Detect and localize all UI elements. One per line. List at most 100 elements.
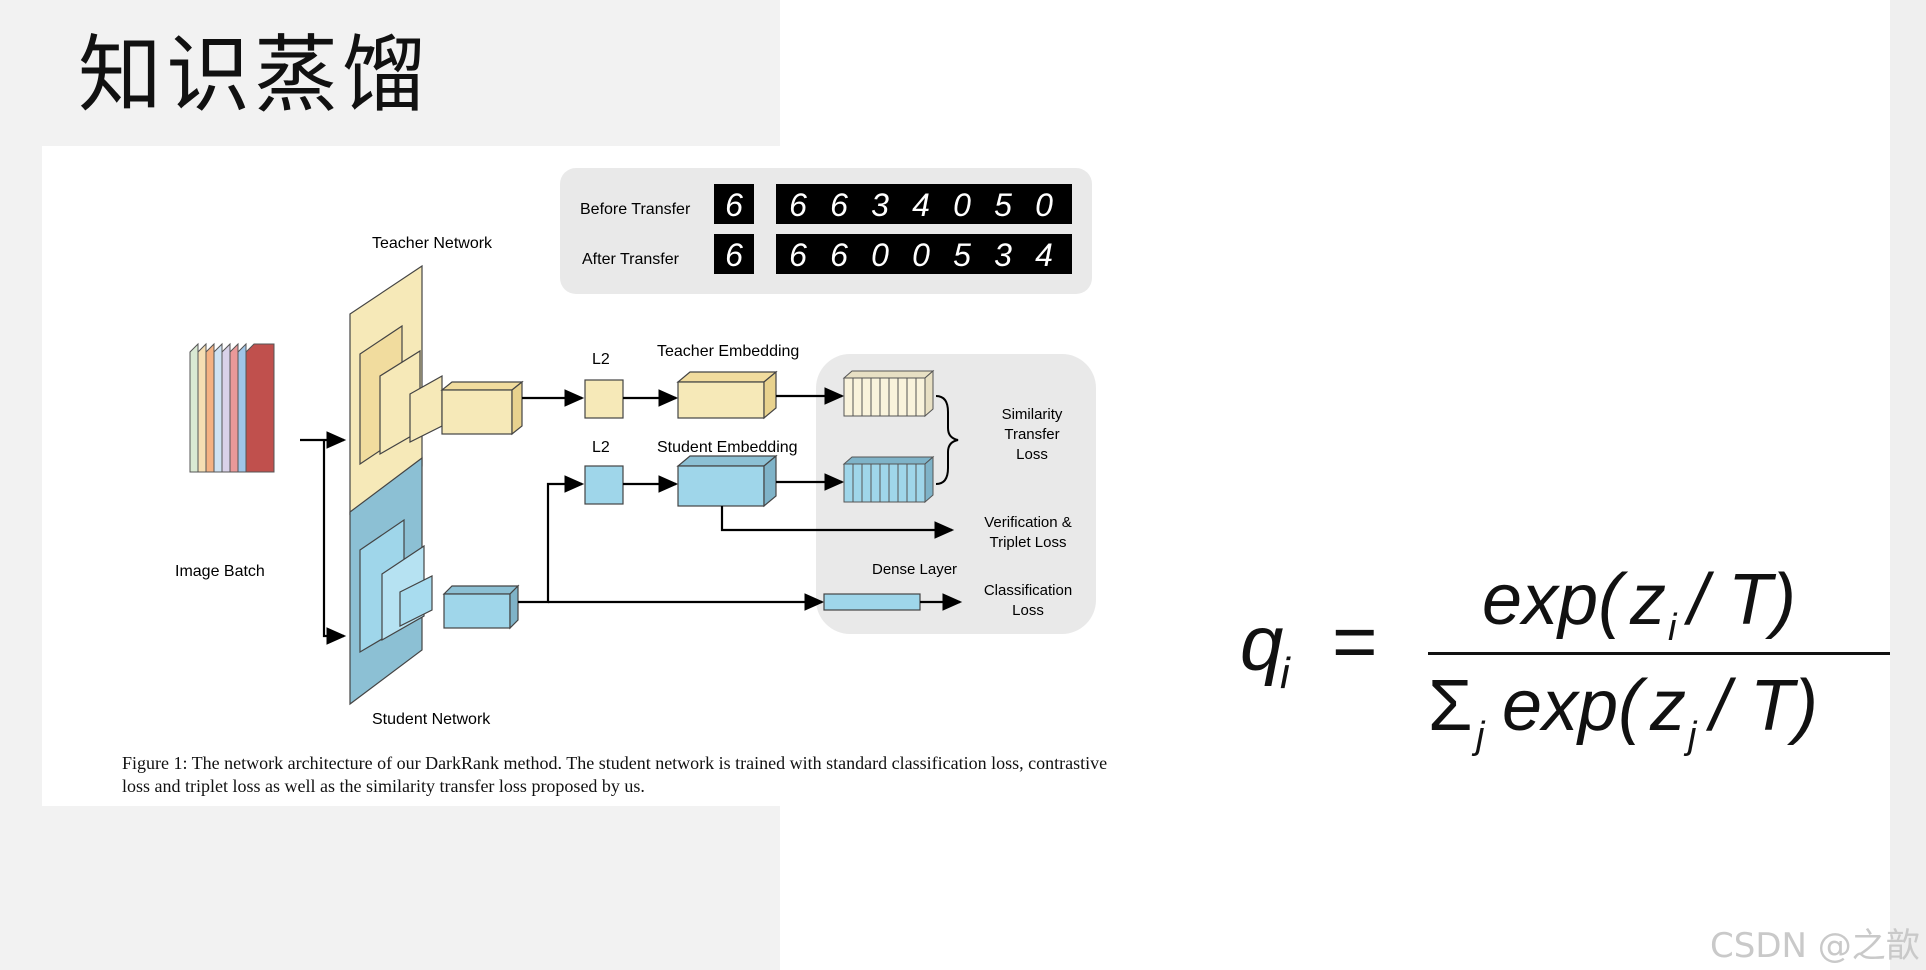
image-batch-slice (197, 342, 207, 473)
similarity-slice (897, 463, 908, 503)
similarity-stack-side (924, 455, 934, 504)
formula-equals: = (1332, 597, 1378, 685)
student-network-label: Student Network (372, 711, 491, 728)
verification-label-line-1: Verification & (984, 514, 1072, 531)
dense-layer-box (823, 593, 921, 611)
after-transfer-label: After Transfer (582, 251, 680, 268)
image-batch-slice (229, 342, 239, 473)
image-batch-label: Image Batch (175, 563, 265, 580)
student-fc-front (443, 593, 511, 629)
before-retrieved-digit: 6 (830, 187, 848, 223)
image-batch-slice (245, 343, 275, 473)
similarity-label-line-2: Transfer (1004, 426, 1059, 443)
before-transfer-label: Before Transfer (580, 201, 691, 218)
teacher-network-label: Teacher Network (372, 235, 493, 252)
before-retrieved-digit: 0 (953, 187, 971, 223)
after-retrieved-digit: 6 (789, 237, 807, 273)
l2-teacher-label: L2 (592, 351, 610, 368)
teacher-embedding-block (676, 370, 778, 420)
classification-label-line-2: Loss (1012, 602, 1044, 619)
l2-student-label: L2 (592, 439, 610, 456)
image-batch-slice (213, 342, 223, 473)
similarity-brace (935, 395, 959, 485)
similarity-slice (843, 377, 854, 417)
csdn-watermark: CSDN @之歆 (1710, 926, 1920, 966)
similarity-slice (861, 377, 872, 417)
similarity-slice (879, 377, 890, 417)
student-embedding-block (676, 454, 778, 508)
student-layer-4 (399, 575, 433, 627)
formula-numerator-fn: exp( (1482, 560, 1629, 640)
before-retrieved-digit: 0 (1035, 187, 1053, 223)
formula-denominator-sigma: Σ (1428, 666, 1473, 746)
image-batch-slice (205, 342, 215, 473)
figure-caption: Figure 1: The network architecture of ou… (122, 753, 1108, 796)
similarity-label-line-3: Loss (1016, 446, 1048, 463)
after-retrieved-digit: 0 (912, 237, 930, 273)
batch-to-student-arrow (322, 440, 347, 645)
student-to-l2-arrow (518, 475, 585, 604)
formula-lhs-subscript: i (1280, 649, 1291, 698)
right-edge-band (1890, 0, 1926, 970)
similarity-slice (843, 463, 854, 503)
teacher-fc-top (440, 381, 524, 391)
formula-denominator-tail: / T) (1705, 666, 1818, 746)
student-fc-side (509, 584, 519, 630)
teacher-l2-box (584, 379, 624, 419)
before-retrieved-digit: 3 (871, 187, 889, 223)
similarity-slice (852, 377, 863, 417)
formula-numerator-subscript: i (1668, 607, 1678, 649)
student-embedding-label: Student Embedding (657, 439, 798, 456)
teacher-network-block (349, 264, 524, 516)
softmax-temperature-formula: q i = exp( z i / T) Σ j exp( z j / T) (1240, 560, 1890, 757)
before-retrieved-digit: 6 (789, 187, 807, 223)
image-batch-slice (237, 342, 247, 473)
similarity-slice (915, 463, 926, 503)
before-query-digit: 6 (725, 187, 743, 223)
teacher-similarity-stack (842, 369, 935, 418)
formula-denominator-sigma-subscript: j (1471, 715, 1486, 757)
similarity-stack-top (842, 456, 935, 465)
similarity-slice (888, 463, 899, 503)
after-retrieved-digit: 6 (830, 237, 848, 273)
loss-panel-background (816, 354, 1096, 634)
classification-label-line-1: Classification (984, 582, 1072, 599)
formula-denominator-var: z (1649, 666, 1686, 746)
student-network-block (349, 456, 520, 706)
after-retrieved-digit: 5 (953, 237, 971, 273)
formula-numerator-var: z (1629, 560, 1666, 640)
similarity-slice (906, 463, 917, 503)
after-query-box (714, 234, 754, 274)
formula-fraction-bar (1428, 652, 1890, 655)
after-query-digit: 6 (725, 237, 743, 273)
similarity-slice (915, 377, 926, 417)
dense-layer-label: Dense Layer (872, 561, 957, 578)
student-similarity-stack (842, 455, 935, 504)
embedding-to-verification-arrow (720, 506, 955, 539)
similarity-stack-side (924, 369, 934, 418)
formula-lhs: q (1240, 599, 1283, 687)
teacher-embedding-label: Teacher Embedding (657, 343, 799, 360)
similarity-stack-top (842, 370, 935, 379)
similarity-slice (879, 463, 890, 503)
after-retrieved-digit: 3 (994, 237, 1012, 273)
after-retrieval-strip (776, 234, 1072, 274)
batch-connectors (300, 431, 347, 645)
similarity-label-line-1: Similarity (1002, 406, 1063, 423)
image-batch-slice (189, 342, 199, 473)
similarity-slice (906, 377, 917, 417)
before-retrieved-digit: 4 (912, 187, 930, 223)
similarity-slice (870, 463, 881, 503)
after-retrieved-digit: 0 (871, 237, 889, 273)
verification-label-line-2: Triplet Loss (990, 534, 1067, 551)
teacher-fc-side (511, 380, 523, 436)
formula-denominator-fn: exp( (1502, 666, 1649, 746)
image-batch-stack (189, 342, 275, 473)
before-retrieval-strip (776, 184, 1072, 224)
before-query-box (714, 184, 754, 224)
student-fc-top (442, 585, 520, 595)
similarity-slice (888, 377, 899, 417)
